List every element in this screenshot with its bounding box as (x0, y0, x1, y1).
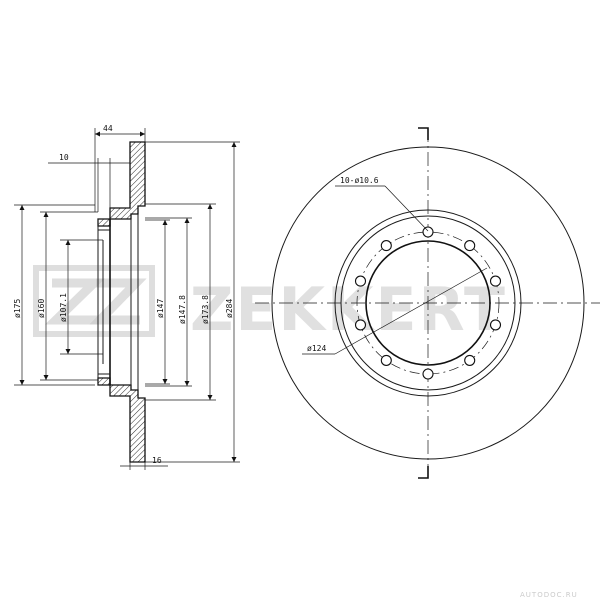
dim-160: ø160 (37, 299, 46, 318)
dim-16: 16 (152, 456, 162, 465)
dim-284: ø284 (225, 299, 234, 318)
bolt-hole (354, 275, 367, 287)
label-pcd: ø124 (307, 344, 326, 353)
dim-44: 44 (103, 124, 113, 133)
label-bolt-holes: 10-ø10.6 (340, 176, 379, 185)
bolt-hole (464, 240, 476, 252)
bolt-hole (354, 319, 367, 331)
bolt-hole (489, 319, 502, 331)
bolt-hole (422, 226, 434, 238)
disc-section-lower (97, 377, 146, 463)
bolt-hole (380, 240, 392, 252)
dim-10: 10 (59, 153, 69, 162)
bolt-hole (422, 368, 434, 380)
bolt-hole (489, 275, 502, 287)
dim-147-8: ø147.8 (178, 295, 187, 324)
dim-147: ø147 (156, 299, 165, 318)
footer-watermark: AUTODOC.RU (520, 591, 578, 599)
bolt-hole-group (354, 226, 502, 380)
brand-logo-icon (33, 265, 155, 337)
dim-173-8: ø173.8 (201, 295, 210, 324)
front-view: 10-ø10.6 ø124 (255, 127, 600, 480)
dim-107-1: ø107.1 (59, 293, 68, 322)
watermark: ZEKKERT AUTODOC.RU (33, 265, 578, 599)
section-view: 44 10 16 ø175 ø160 ø107.1 ø147 ø147.8 (13, 124, 240, 470)
disc-section-upper (97, 141, 146, 227)
brand-watermark: ZEKKERT (190, 275, 507, 345)
bolt-hole (380, 354, 392, 366)
bolt-hole (464, 354, 476, 366)
dim-175: ø175 (13, 299, 22, 318)
